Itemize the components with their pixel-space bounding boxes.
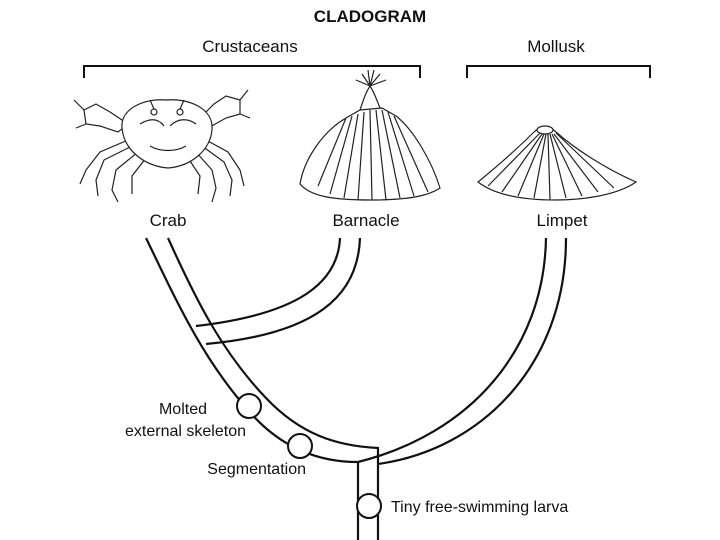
crab-icon: [73, 89, 251, 203]
diagram-title: CLADOGRAM: [314, 7, 426, 26]
limpet-icon: [477, 125, 638, 201]
cladogram-tree: [145, 237, 568, 540]
trait-label-molted-line2: external skeleton: [125, 423, 246, 440]
taxon-label-crab: Crab: [150, 211, 187, 230]
group-label-crustaceans: Crustaceans: [202, 37, 297, 56]
taxon-label-barnacle: Barnacle: [332, 211, 399, 230]
trait-node-segmentation: [287, 433, 313, 459]
taxon-label-limpet: Limpet: [536, 211, 587, 230]
group-label-mollusk: Mollusk: [527, 37, 585, 56]
crustaceans-bracket: [83, 65, 421, 78]
trait-label-larva: Tiny free-swimming larva: [391, 499, 568, 516]
trait-label-segmentation: Segmentation: [207, 461, 306, 478]
trait-node-molted-skeleton: [236, 393, 262, 419]
trait-label-molted-line1: Molted: [159, 401, 207, 418]
mollusk-bracket: [466, 65, 651, 78]
trait-node-larva: [356, 493, 382, 519]
barnacle-icon: [299, 69, 441, 201]
